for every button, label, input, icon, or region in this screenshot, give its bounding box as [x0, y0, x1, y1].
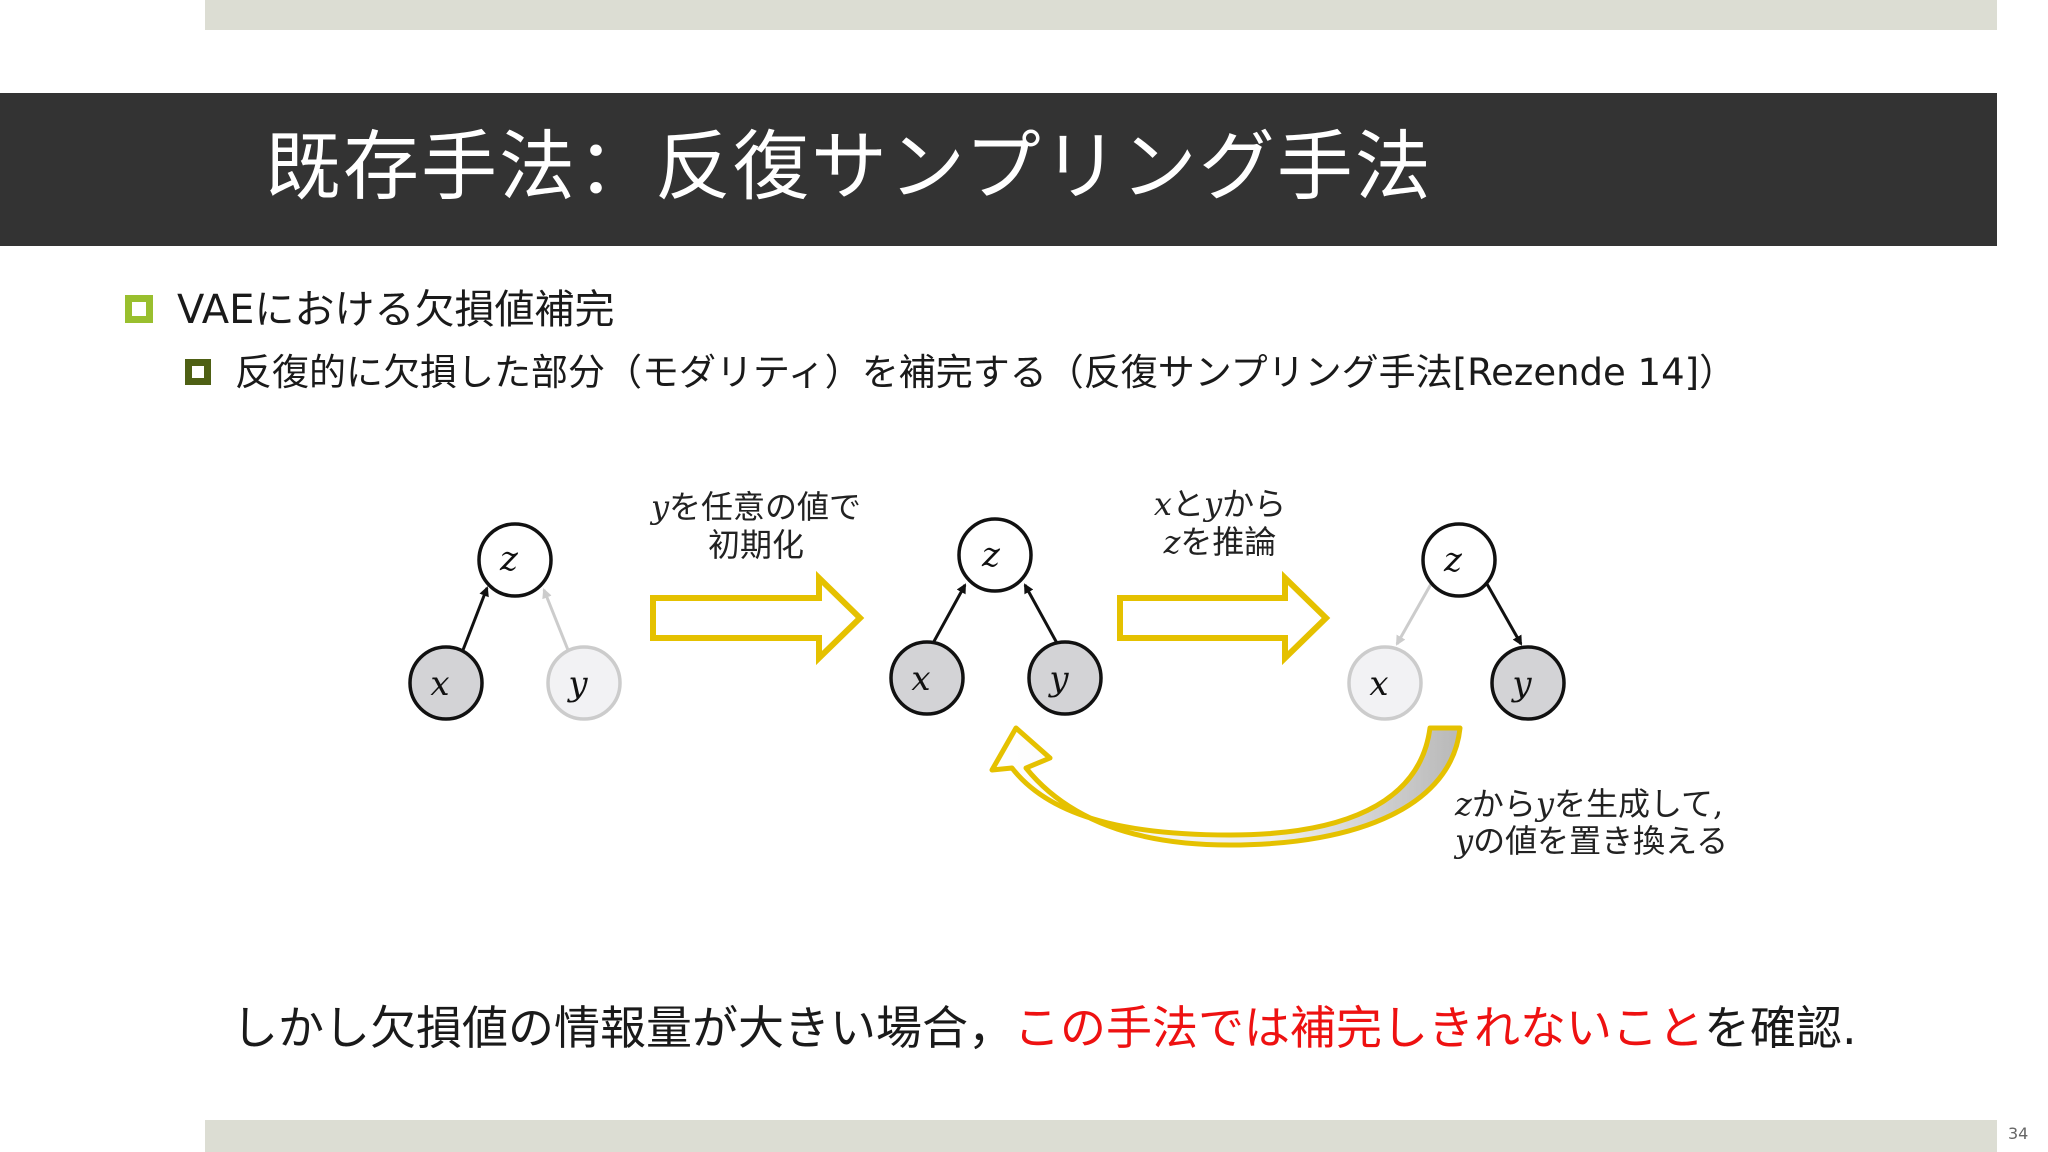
edge-y-to-z: [542, 588, 570, 651]
var-y: y: [649, 488, 670, 526]
var-z: z: [1454, 785, 1473, 823]
edge-x-to-z: [461, 586, 489, 651]
curved-loop-arrow: [989, 725, 1463, 848]
block-arrow-infer: [1117, 570, 1331, 666]
conclusion-highlight: この手法では補完しきれないこと: [1014, 1001, 1704, 1055]
bullet-level-1: VAEにおける欠損値補完: [125, 290, 614, 330]
node-z: [1421, 522, 1497, 598]
node-y-observed: [1490, 645, 1566, 721]
slide-title: 既存手法：反復サンプリング手法: [265, 122, 1433, 211]
node-x-label: x: [430, 664, 449, 704]
bullet-1-text: VAEにおける欠損値補完: [177, 287, 615, 333]
bottom-accent-bar: [205, 1120, 1997, 1152]
edge-z-to-x: [1395, 583, 1433, 646]
node-x-missing: [1347, 645, 1423, 721]
graph-inference: z x y: [889, 517, 1103, 716]
bullet-2-text: 反復的に欠損した部分（モダリティ）を補完する（反復サンプリング手法[Rezend…: [235, 351, 1737, 394]
loop-label-line2: yの値を置き換える: [1453, 822, 1728, 860]
node-z-label: z: [1443, 540, 1463, 580]
var-y: y: [1453, 822, 1474, 860]
node-y-label: y: [566, 664, 588, 704]
edge-x-to-z: [930, 583, 967, 646]
var-z: z: [1163, 523, 1182, 561]
node-x-label: x: [911, 659, 930, 699]
graph-generation: z x y: [1347, 522, 1566, 721]
page-number: 34: [2008, 1124, 2029, 1143]
node-y-label: y: [1047, 659, 1069, 699]
arrow1-label-line2: 初期化: [708, 526, 804, 564]
edge-z-to-y: [1485, 583, 1523, 646]
title-bar: [0, 93, 1997, 246]
block-arrow-initialize: [650, 570, 865, 666]
node-z-label: z: [981, 535, 1001, 575]
conclusion-part-2: を確認.: [1704, 1001, 1857, 1055]
node-z-label: z: [499, 539, 519, 579]
square-bullet-icon: [185, 358, 211, 385]
conclusion-part-1: しかし欠損値の情報量が大きい場合，: [232, 1001, 1014, 1055]
edge-y-to-z: [1023, 583, 1060, 646]
var-y: y: [1202, 485, 1223, 523]
square-bullet-icon: [125, 295, 153, 323]
var-x: x: [1154, 485, 1172, 523]
loop-label-line1: zからyを生成して,: [1454, 785, 1723, 823]
conclusion-text: しかし欠損値の情報量が大きい場合，この手法では補完しきれないことを確認.: [232, 998, 1857, 1058]
node-x-observed: [408, 645, 484, 721]
var-y: y: [1534, 785, 1555, 823]
arrow2-label-line2: zを推論: [1163, 523, 1277, 561]
graph-initial: z x y: [408, 522, 622, 721]
arrow2-label-line1: xとyから: [1154, 485, 1286, 523]
arrow1-label-line1: yを任意の値で: [649, 488, 861, 526]
node-z: [957, 517, 1033, 593]
arrow1-text-1: を任意の値で: [669, 488, 861, 526]
bullet-level-2: 反復的に欠損した部分（モダリティ）を補完する（反復サンプリング手法[Rezend…: [185, 353, 1736, 393]
node-y-missing: [546, 645, 622, 721]
node-y-observed: [1027, 640, 1103, 716]
node-z: [477, 522, 553, 598]
node-x-observed: [889, 640, 965, 716]
top-accent-bar: [205, 0, 1997, 30]
node-x-label: x: [1369, 664, 1388, 704]
node-y-label: y: [1510, 664, 1532, 704]
